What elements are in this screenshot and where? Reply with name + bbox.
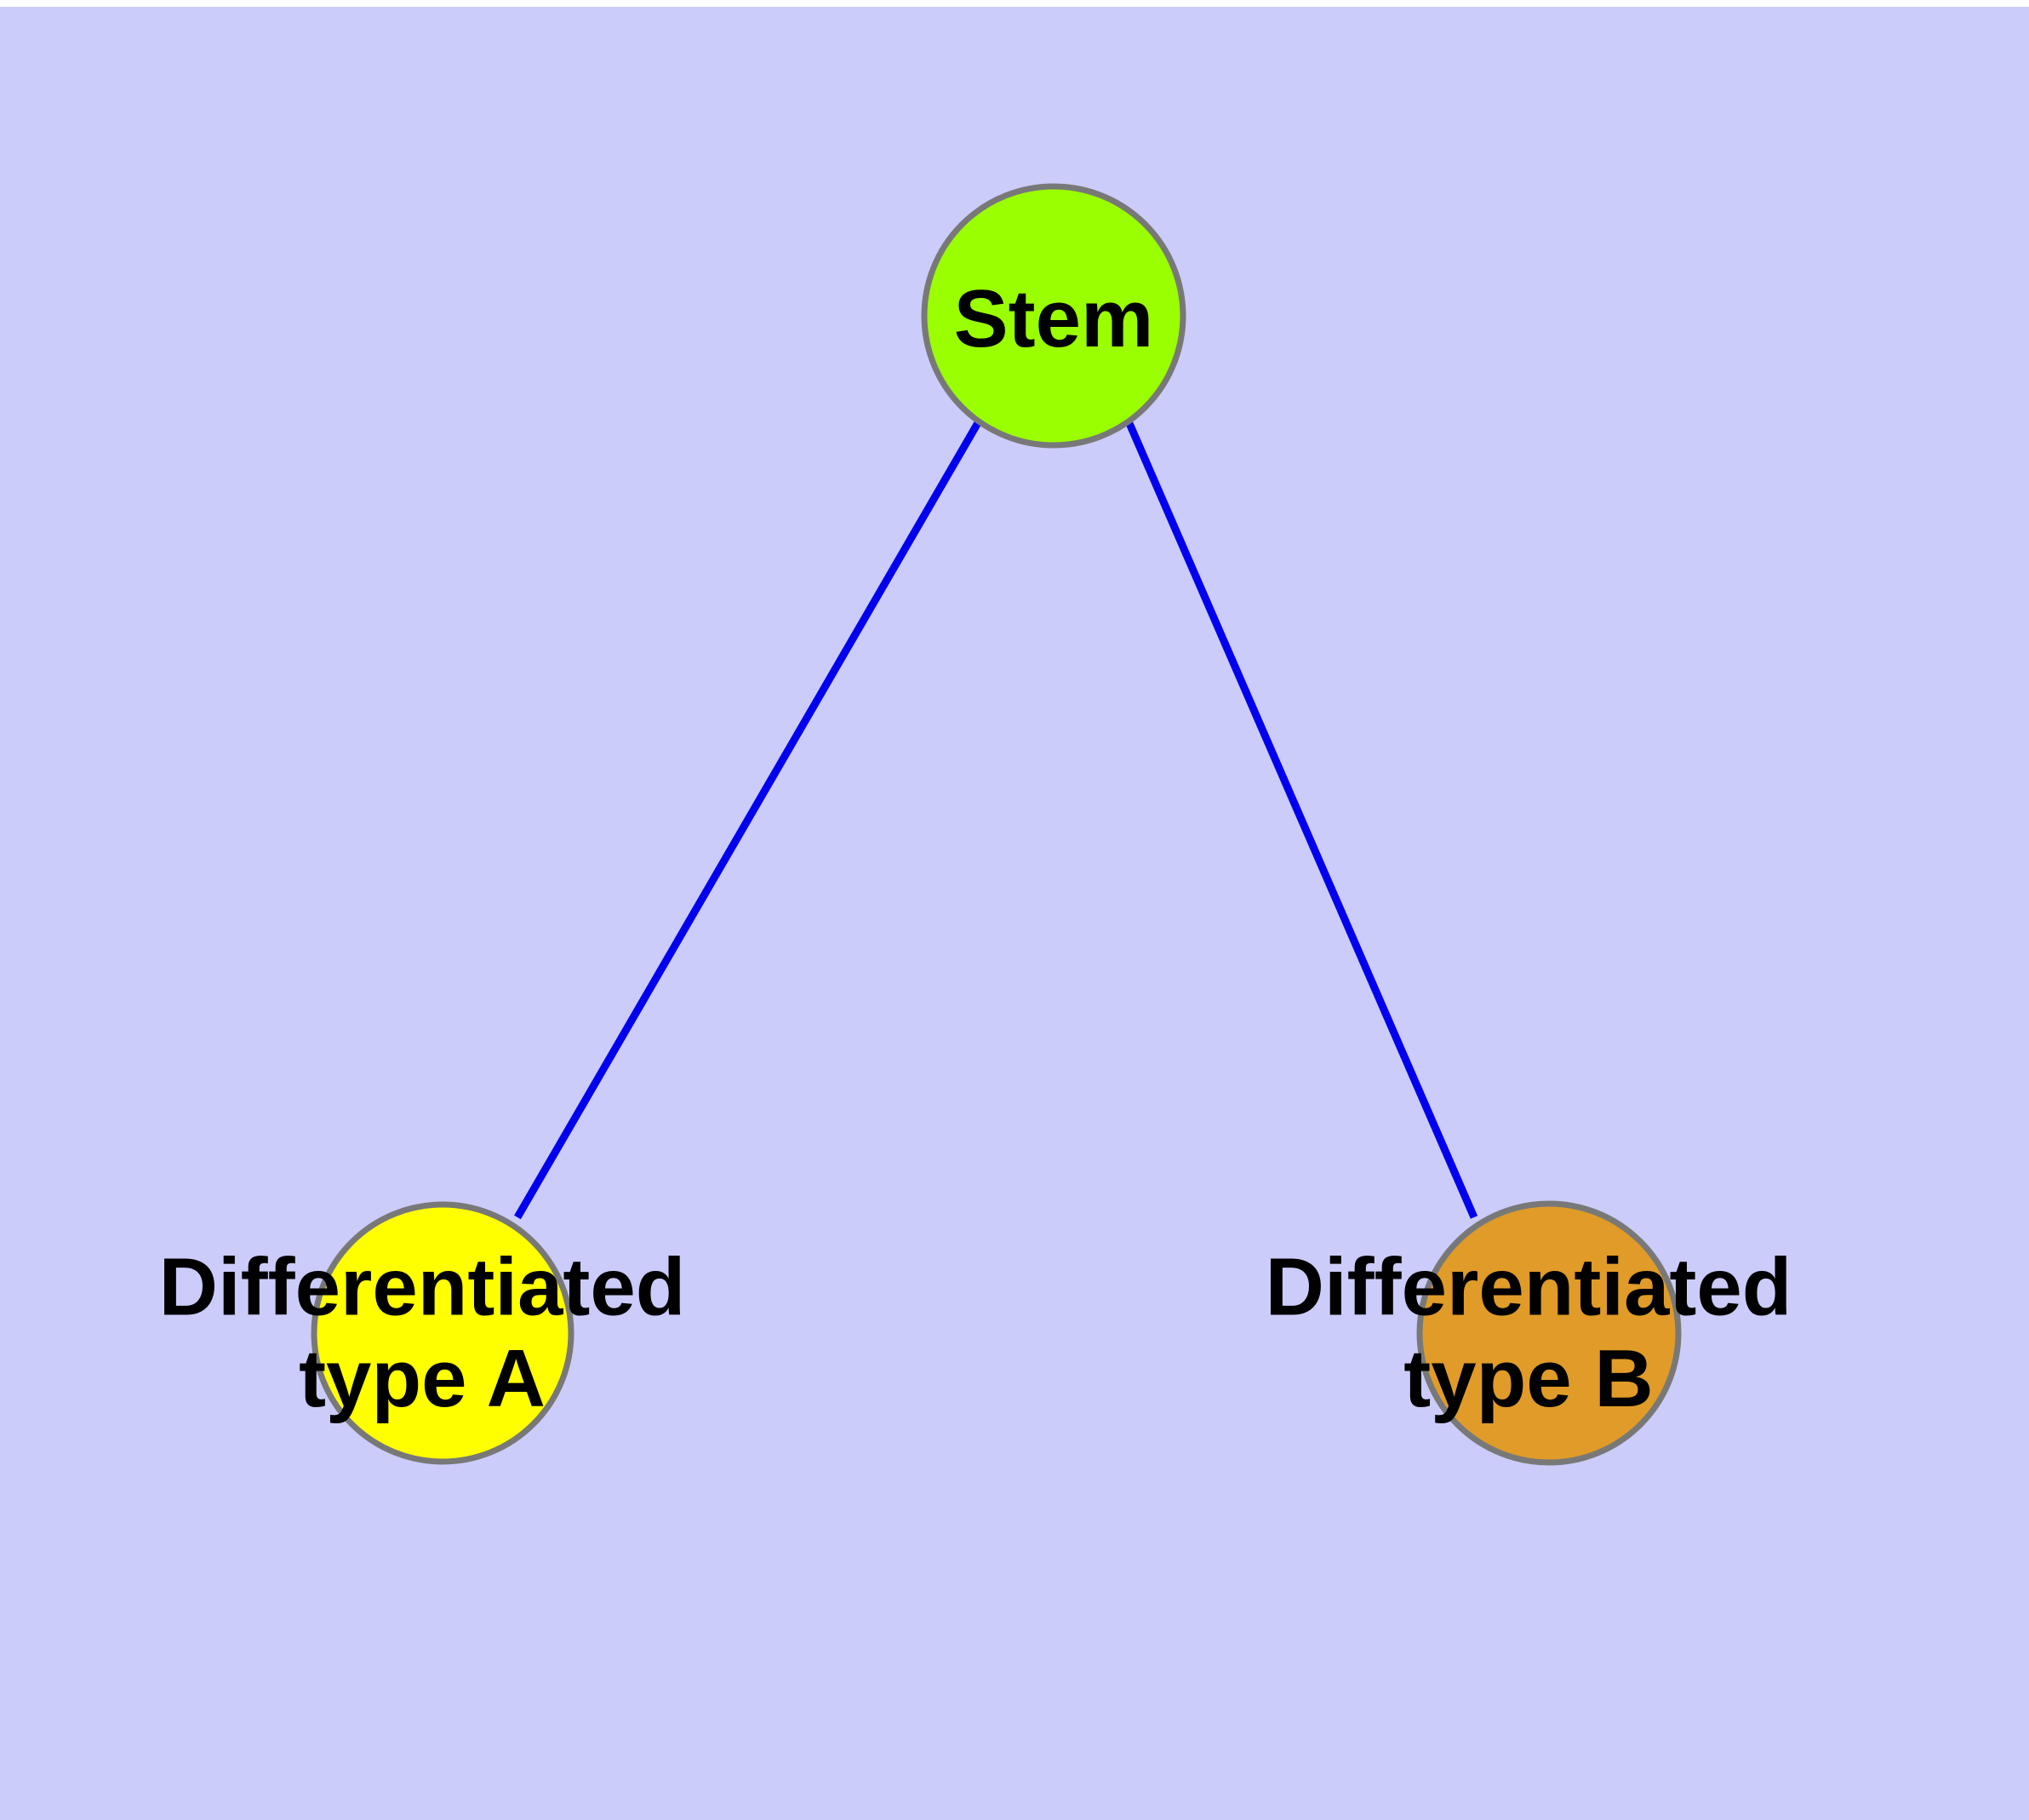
- node-stem-label: Stem: [954, 274, 1154, 365]
- node-differentiated-type-a[interactable]: [311, 1201, 574, 1465]
- edge-stem-to-differentiated-type-a[interactable]: [514, 419, 982, 1220]
- node-stem[interactable]: [921, 183, 1186, 449]
- node-differentiated-type-b-circle[interactable]: [1416, 1200, 1682, 1466]
- node-stem-circle[interactable]: [921, 183, 1186, 449]
- node-layer: [311, 183, 1682, 1466]
- node-differentiated-type-a-circle[interactable]: [311, 1201, 574, 1465]
- edge-stem-to-differentiated-type-b[interactable]: [1124, 420, 1478, 1219]
- node-differentiated-type-b[interactable]: [1416, 1200, 1682, 1466]
- edge-layer: [514, 419, 1478, 1220]
